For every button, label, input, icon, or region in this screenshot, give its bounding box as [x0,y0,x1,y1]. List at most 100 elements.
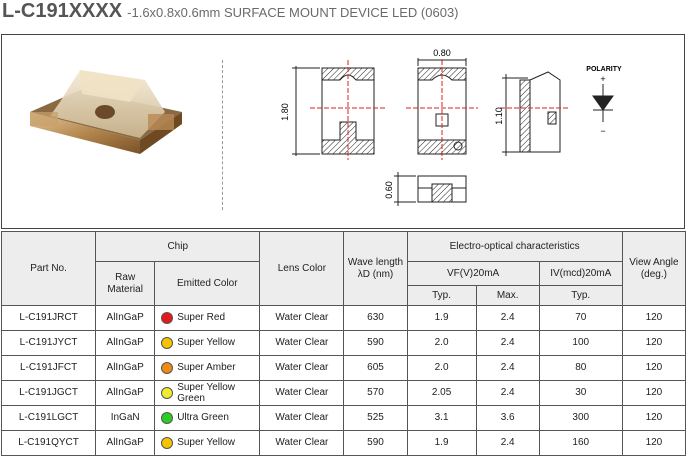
vf-max-cell: 2.4 [475,380,540,406]
part-no-cell: L-C191JRCT [0,305,97,331]
col-chip: Chip [95,231,261,262]
polarity-minus: − [600,126,605,136]
raw-material-cell: AlInGaP [95,355,156,381]
color-dot-icon [161,336,174,349]
view-angle-cell: 120 [621,430,687,456]
wave-length-cell: 590 [343,430,408,456]
part-no-cell: L-C191JFCT [0,355,97,381]
emitted-color-label: Ultra Green [177,411,229,423]
vf-typ-cell: 3.1 [406,405,477,431]
view-angle-cell: 120 [621,305,687,331]
vf-max-cell: 2.4 [475,330,540,356]
thickness-dimension: 0.60 [384,181,394,199]
iv-typ-cell: 80 [538,355,623,381]
vf-max-cell: 2.4 [475,430,540,456]
part-family: L-C191XXXX [2,0,123,22]
color-dot-icon [161,361,174,374]
emitted-color-label: Super Amber [177,361,236,373]
view-angle-cell: 120 [621,405,687,431]
width-dimension: 0.80 [433,48,451,58]
raw-material-cell: AlInGaP [95,430,156,456]
view-angle-cell: 120 [621,330,687,356]
emitted-color-label: Super Yellow [177,336,236,348]
col-part-no: Part No. [0,231,97,306]
col-vf: VF(V)20mA [406,261,540,286]
drawing-panel [1,34,685,229]
datasheet-title: L-C191XXXX -1.6x0.8x0.6mm SURFACE MOUNT … [2,0,459,22]
part-description: -1.6x0.8x0.6mm SURFACE MOUNT DEVICE LED … [127,5,459,20]
color-dot-icon [161,311,174,324]
lens-color-cell: Water Clear [259,305,345,331]
iv-typ-cell: 300 [538,405,623,431]
iv-typ-cell: 160 [538,430,623,456]
col-vf-max: Max. [475,285,540,306]
col-iv-typ: Typ. [538,285,623,306]
iv-typ-cell: 30 [538,380,623,406]
lens-color-cell: Water Clear [259,330,345,356]
col-raw-material: Raw Material [95,261,156,306]
lens-color-cell: Water Clear [259,355,345,381]
wave-length-cell: 630 [343,305,408,331]
wave-length-cell: 605 [343,355,408,381]
lens-color-cell: Water Clear [259,380,345,406]
emitted-color-cell: Super Yellow [154,330,261,356]
lens-color-cell: Water Clear [259,430,345,456]
spec-table: Part No. Chip Lens Color Wave length λD … [0,231,687,456]
color-dot-icon [161,436,174,449]
vf-max-cell: 2.4 [475,305,540,331]
emitted-color-cell: Ultra Green [154,405,261,431]
raw-material-cell: InGaN [95,405,156,431]
view-angle-cell: 120 [621,380,687,406]
part-no-cell: L-C191QYCT [0,430,97,456]
vf-typ-cell: 2.05 [406,380,477,406]
iv-typ-cell: 100 [538,330,623,356]
emitted-color-cell: Super Yellow Green [154,380,261,406]
polarity-label: POLARITY [586,66,622,73]
vf-typ-cell: 1.9 [406,430,477,456]
wave-length-cell: 525 [343,405,408,431]
height-dimension: 1.10 [494,107,504,125]
emitted-color-label: Super Yellow Green [177,382,236,404]
col-view-angle: View Angle (deg.) [621,231,687,306]
col-wave-length: Wave length λD (nm) [343,231,408,306]
raw-material-cell: AlInGaP [95,305,156,331]
wave-length-cell: 570 [343,380,408,406]
col-electro-optical: Electro-optical characteristics [406,231,623,262]
vf-typ-cell: 2.0 [406,330,477,356]
col-iv: IV(mcd)20mA [538,261,623,286]
col-lens-color: Lens Color [259,231,345,306]
emitted-color-label: Super Red [177,311,226,323]
vf-max-cell: 2.4 [475,355,540,381]
col-emitted-color: Emitted Color [154,261,261,306]
polarity-plus: + [600,74,605,84]
vf-typ-cell: 1.9 [406,305,477,331]
emitted-color-label: Super Yellow [177,436,236,448]
emitted-color-cell: Super Amber [154,355,261,381]
divider [222,60,223,210]
col-vf-typ: Typ. [406,285,477,306]
package-drawing: 0.80 1.80 1.10 0.60 POLARITY + − [280,48,622,206]
vf-typ-cell: 2.0 [406,355,477,381]
led-photo [30,70,182,154]
view-angle-cell: 120 [621,355,687,381]
part-no-cell: L-C191JGCT [0,380,97,406]
vf-max-cell: 3.6 [475,405,540,431]
emitted-color-cell: Super Yellow [154,430,261,456]
length-dimension: 1.80 [280,103,290,121]
part-no-cell: L-C191LGCT [0,405,97,431]
color-dot-icon [161,411,174,424]
lens-color-cell: Water Clear [259,405,345,431]
part-no-cell: L-C191JYCT [0,330,97,356]
raw-material-cell: AlInGaP [95,330,156,356]
raw-material-cell: AlInGaP [95,380,156,406]
color-dot-icon [161,387,174,399]
iv-typ-cell: 70 [538,305,623,331]
wave-length-cell: 590 [343,330,408,356]
